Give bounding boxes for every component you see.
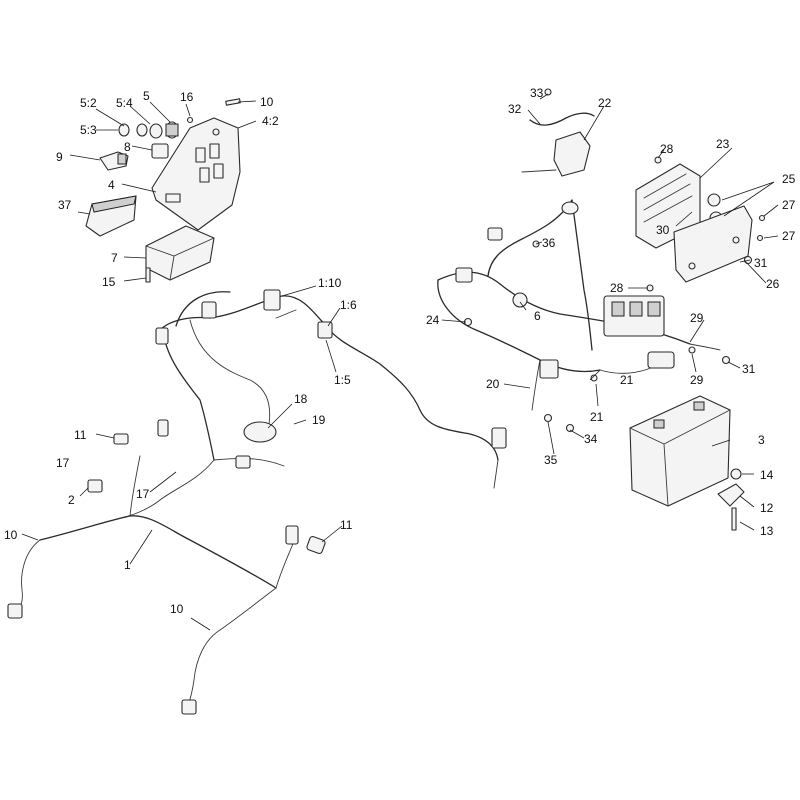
module-37	[85, 195, 137, 237]
callout-36: 36	[542, 236, 556, 250]
callout-5-3: 5:3	[80, 123, 97, 137]
callout-5: 5	[143, 89, 150, 103]
callout-5-2: 5:2	[80, 96, 97, 110]
clamp-12	[717, 483, 745, 507]
connector-2	[87, 479, 103, 493]
callout-9: 9	[56, 150, 63, 164]
main-harness-1	[7, 289, 507, 715]
callout-17-left: 17	[56, 456, 70, 470]
callout-7: 7	[111, 251, 118, 265]
ecu-23	[635, 163, 701, 249]
callout-1-10: 1:10	[318, 276, 342, 290]
callout-1: 1	[124, 558, 131, 572]
callout-10-bottom: 10	[170, 602, 184, 616]
callout-27-lower: 27	[782, 229, 796, 243]
callout-37: 37	[58, 198, 72, 212]
callout-6: 6	[534, 309, 541, 323]
callout-32: 32	[508, 102, 522, 116]
callout-labels: 1 2 3 4 4:2 5 5:2 5:3 5:4 6 7 8 9 10 10 …	[4, 86, 796, 616]
switch-5-group	[118, 121, 179, 139]
callout-1-5: 1:5	[334, 373, 351, 387]
callout-10-top: 10	[260, 95, 274, 109]
switch-9	[99, 151, 129, 171]
callout-10-left: 10	[4, 528, 18, 542]
callout-31-upper: 31	[754, 256, 768, 270]
callout-27-upper: 27	[782, 198, 796, 212]
sensor-11-right	[306, 535, 326, 555]
callout-4: 4	[108, 178, 115, 192]
callout-5-4: 5:4	[116, 96, 133, 110]
callout-24: 24	[426, 313, 440, 327]
small-fasteners-right	[463, 88, 766, 433]
callout-30: 30	[656, 223, 670, 237]
callout-20: 20	[486, 377, 500, 391]
callout-23: 23	[716, 137, 730, 151]
callout-29-lower: 29	[690, 373, 704, 387]
sensor-11-left	[113, 433, 129, 445]
callout-17-center: 17	[136, 487, 150, 501]
callout-8: 8	[124, 140, 131, 154]
leader-lines	[21, 93, 779, 631]
callout-11-left: 11	[74, 428, 87, 442]
callout-16: 16	[180, 90, 194, 104]
callout-4-2: 4:2	[262, 114, 279, 128]
callout-29-upper: 29	[690, 311, 704, 325]
callout-33: 33	[530, 86, 544, 100]
relay-6	[512, 292, 528, 308]
callout-21-lower: 21	[590, 410, 604, 424]
bracket-22	[521, 131, 591, 177]
callout-19: 19	[312, 413, 326, 427]
callout-31-lower: 31	[742, 362, 756, 376]
callout-15: 15	[102, 275, 116, 289]
callout-13: 13	[760, 524, 774, 538]
callout-14: 14	[760, 468, 774, 482]
mounting-plate-4	[151, 117, 241, 231]
callout-25: 25	[782, 172, 796, 186]
lever-32	[529, 112, 595, 126]
harness-right-20	[437, 199, 721, 411]
switch-8	[151, 143, 169, 159]
callout-3: 3	[758, 433, 765, 447]
callout-35: 35	[544, 453, 558, 467]
callout-34: 34	[584, 432, 598, 446]
nut-14	[730, 468, 742, 480]
callout-18: 18	[294, 392, 308, 406]
callout-21-upper: 21	[620, 373, 634, 387]
callout-28-lower: 28	[610, 281, 624, 295]
callout-1-6: 1:6	[340, 298, 357, 312]
callout-28-upper: 28	[660, 142, 674, 156]
fasteners-upper-left	[145, 98, 241, 283]
callout-12: 12	[760, 501, 774, 515]
callout-26: 26	[766, 277, 780, 291]
bolt-13	[731, 507, 737, 531]
callout-2: 2	[68, 493, 75, 507]
module-7	[145, 225, 215, 281]
callout-22: 22	[598, 96, 612, 110]
callout-11-right: 11	[340, 518, 353, 532]
battery-3	[629, 395, 731, 507]
